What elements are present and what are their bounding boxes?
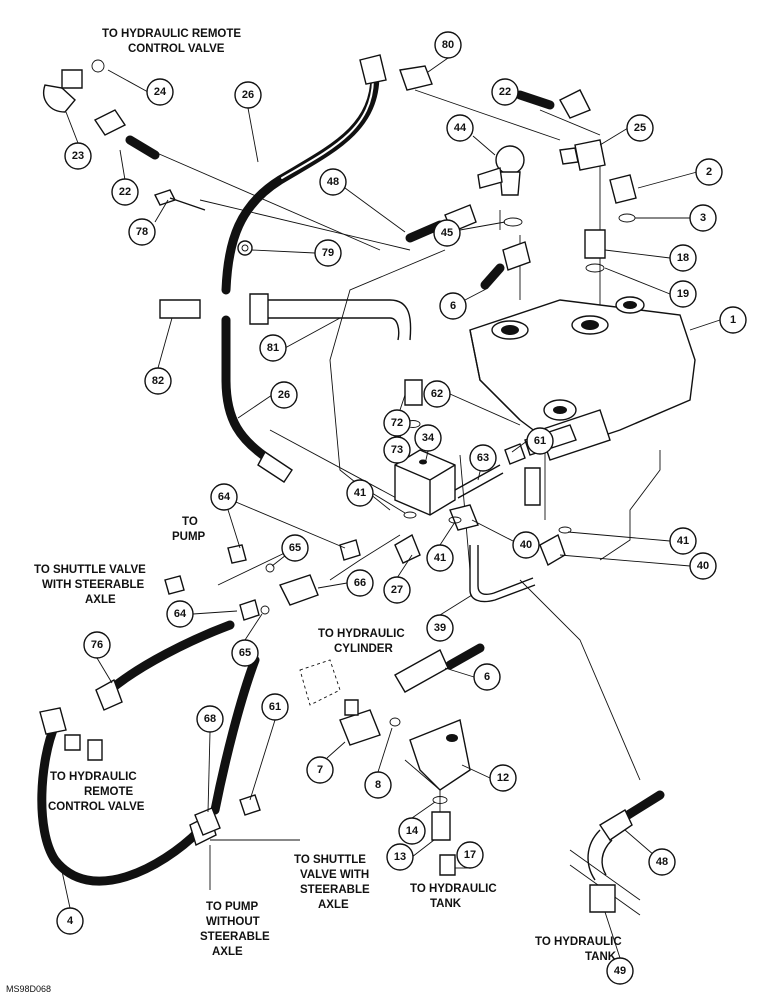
callout-49: 49 (614, 965, 626, 977)
hose-48-bottom (569, 790, 665, 916)
callout-27: 27 (391, 584, 403, 596)
callout-41: 41 (434, 552, 446, 564)
callout-61: 61 (534, 435, 546, 447)
callouts: 80 24 26 22 25 44 23 22 2 48 3 78 45 79 … (56, 31, 747, 985)
label-hyd-cylinder-1: TO HYDRAULIC (318, 628, 405, 640)
label-pump-without-3: STEERABLE (200, 931, 270, 943)
callout-48: 48 (656, 856, 668, 868)
callout-18: 18 (677, 252, 689, 264)
label-to-pump-1: TO (182, 516, 198, 528)
callout-80: 80 (442, 39, 454, 51)
callout-6: 6 (450, 300, 456, 312)
callout-23: 23 (72, 150, 84, 162)
callout-26: 26 (278, 389, 290, 401)
callout-65: 65 (289, 542, 301, 554)
label-shuttle-steer-3: AXLE (85, 594, 116, 606)
callout-34: 34 (422, 432, 435, 444)
label-pump-without-2: WITHOUT (206, 916, 260, 928)
callout-72: 72 (391, 417, 403, 429)
callout-4: 4 (67, 915, 74, 927)
callout-76: 76 (91, 639, 103, 651)
label-remote-valve-bottom-2: REMOTE (84, 786, 134, 798)
callout-65: 65 (239, 647, 251, 659)
callout-19: 19 (677, 288, 689, 300)
label-remote-valve-top-1: TO HYDRAULIC REMOTE (102, 28, 241, 40)
callout-8: 8 (375, 779, 381, 791)
callout-64: 64 (174, 608, 187, 620)
callout-1: 1 (730, 314, 736, 326)
callout-14: 14 (406, 825, 419, 837)
callout-79: 79 (322, 247, 334, 259)
callout-81: 81 (267, 342, 279, 354)
callout-62: 62 (431, 388, 443, 400)
callout-39: 39 (434, 622, 446, 634)
callout-41: 41 (677, 535, 689, 547)
callout-26: 26 (242, 89, 254, 101)
callout-78: 78 (136, 226, 148, 238)
label-shuttle-steer-2: WITH STEERABLE (42, 579, 145, 591)
callout-22: 22 (119, 186, 131, 198)
label-shuttle-bottom-4: AXLE (318, 899, 349, 911)
hose-76-4 (37, 620, 260, 886)
figure-code: MS98D068 (6, 984, 51, 994)
callout-7: 7 (317, 764, 323, 776)
callout-17: 17 (464, 849, 476, 861)
label-tank-mid-2: TANK (430, 898, 462, 910)
callout-63: 63 (477, 452, 489, 464)
label-tank-mid-1: TO HYDRAULIC (410, 883, 497, 895)
callout-82: 82 (152, 375, 164, 387)
callout-6: 6 (484, 671, 490, 683)
label-shuttle-steer-1: TO SHUTTLE VALVE (34, 564, 146, 576)
label-remote-valve-bottom-1: TO HYDRAULIC (50, 771, 137, 783)
callout-45: 45 (441, 227, 453, 239)
label-shuttle-bottom-2: VALVE WITH (300, 869, 369, 881)
text-labels: TO HYDRAULIC REMOTE CONTROL VALVE TO PUM… (6, 28, 622, 994)
callout-41: 41 (354, 487, 366, 499)
label-pump-without-1: TO PUMP (206, 901, 259, 913)
valve-body-1 (469, 296, 696, 461)
callout-40: 40 (697, 560, 709, 572)
callout-68: 68 (204, 713, 216, 725)
tube-39 (469, 545, 536, 603)
callout-61: 61 (269, 701, 281, 713)
label-remote-valve-bottom-3: CONTROL VALVE (48, 801, 145, 813)
tube-81 (249, 293, 412, 341)
callout-44: 44 (454, 122, 467, 134)
callout-64: 64 (218, 491, 231, 503)
label-shuttle-bottom-3: STEERABLE (300, 884, 370, 896)
callout-13: 13 (394, 851, 406, 863)
callout-73: 73 (391, 444, 403, 456)
callout-25: 25 (634, 122, 646, 134)
callout-66: 66 (354, 577, 366, 589)
callout-40: 40 (520, 539, 532, 551)
callout-22: 22 (499, 86, 511, 98)
callout-2: 2 (706, 166, 712, 178)
label-shuttle-bottom-1: TO SHUTTLE (294, 854, 366, 866)
label-remote-valve-top-2: CONTROL VALVE (128, 43, 225, 55)
label-tank-right-2: TANK (585, 951, 617, 963)
callout-12: 12 (497, 772, 509, 784)
label-pump-without-4: AXLE (212, 946, 243, 958)
block-34 (394, 449, 456, 516)
callout-48: 48 (327, 176, 339, 188)
hose-26 (221, 54, 387, 483)
label-to-pump-2: PUMP (172, 531, 206, 543)
callout-3: 3 (700, 212, 706, 224)
label-hyd-cylinder-2: CYLINDER (334, 643, 393, 655)
callout-24: 24 (154, 86, 167, 98)
hose-6-middle (394, 643, 485, 693)
label-tank-right-1: TO HYDRAULIC (535, 936, 622, 948)
